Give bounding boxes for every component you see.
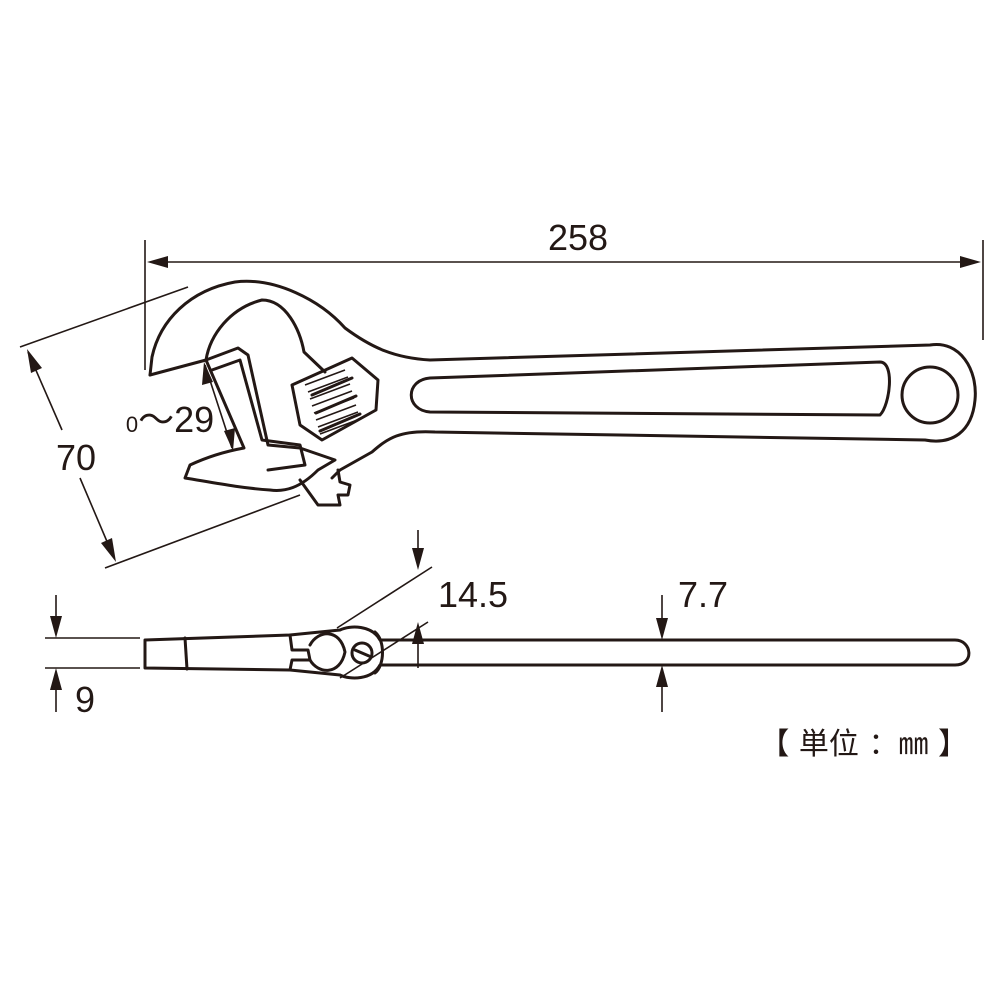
wrench-top-view [148,279,977,507]
dimension-overall-width: 70 [19,286,301,569]
handle-slot [409,360,891,417]
label-overall-length: 258 [548,217,608,258]
label-handle-thickness: 7.7 [678,574,728,615]
label-jaw-opening-min: 0 [126,412,138,437]
worm-gear-housing [290,356,380,442]
worm-gear-threads [304,369,362,435]
label-jaw-opening: 0～29 [126,399,214,440]
label-jaw-thickness: 9 [75,679,95,720]
dimension-jaw-opening: 0～29 [126,362,235,451]
wrench-jaw-hook [298,468,352,507]
dimension-jaw-thickness: 9 [45,595,140,720]
wrench-jaw-block [210,358,307,472]
hanging-hole [900,365,960,425]
side-view-outline [143,625,971,680]
wrench-movable-jaw [183,346,337,492]
dimension-handle-thickness: 7.7 [656,574,728,712]
wrench-fixed-jaw-inner [148,298,327,377]
label-jaw-opening-max: ～29 [138,399,214,440]
dimension-overall-length: 258 [144,217,984,370]
label-overall-width: 70 [56,437,96,478]
dimension-head-thickness: 14.5 [336,530,508,679]
label-head-thickness: 14.5 [438,574,508,615]
unit-note: 【 単位 ：㎜ 】 [759,727,968,762]
wrench-side-view [143,625,971,680]
wrench-head-outline [148,279,977,480]
